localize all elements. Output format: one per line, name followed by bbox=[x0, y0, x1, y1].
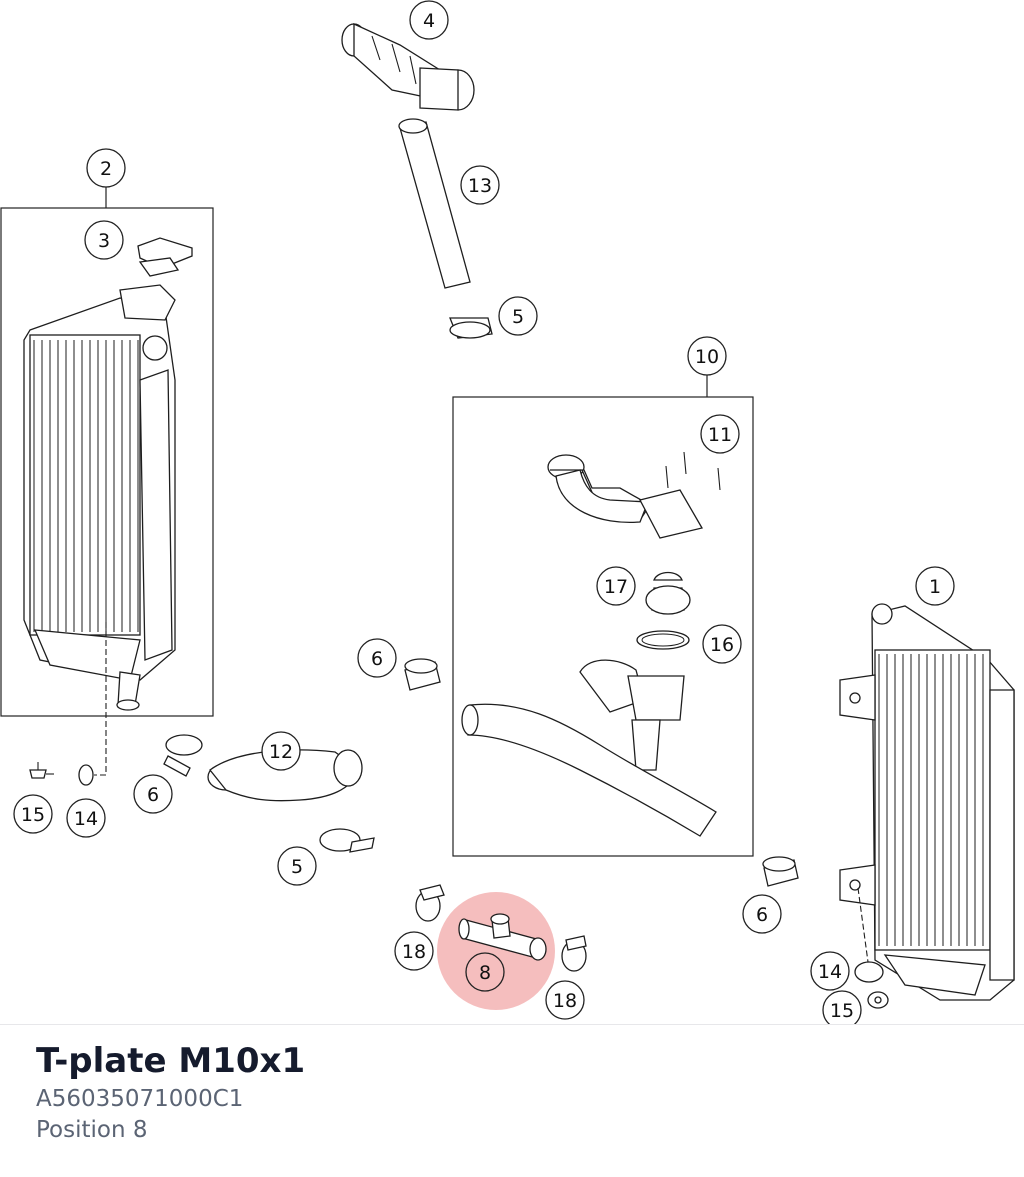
grommet-right[interactable] bbox=[854, 961, 884, 983]
callout-3[interactable]: 3 bbox=[84, 220, 124, 260]
callout-label: 6 bbox=[756, 904, 768, 926]
callout-4[interactable]: 4 bbox=[409, 0, 449, 40]
callout-5[interactable]: 5 bbox=[277, 846, 317, 886]
callout-2[interactable]: 2 bbox=[86, 148, 126, 188]
callout-label: 1 bbox=[929, 576, 941, 598]
callout-6[interactable]: 6 bbox=[742, 894, 782, 934]
callout-5[interactable]: 5 bbox=[498, 296, 538, 336]
callout-label: 6 bbox=[371, 648, 383, 670]
part-title: T-plate M10x1 bbox=[36, 1041, 306, 1081]
callout-label: 18 bbox=[553, 990, 577, 1012]
right-radiator[interactable] bbox=[839, 603, 1015, 1001]
callout-label: 14 bbox=[818, 961, 842, 983]
callout-18[interactable]: 18 bbox=[394, 931, 434, 971]
callout-13[interactable]: 13 bbox=[460, 165, 500, 205]
sleeve-right[interactable] bbox=[762, 856, 799, 887]
sleeve-left[interactable] bbox=[404, 658, 441, 691]
callout-15[interactable]: 15 bbox=[13, 794, 53, 834]
radiator-cap[interactable] bbox=[137, 237, 193, 277]
callout-label: 17 bbox=[604, 576, 628, 598]
callout-1[interactable]: 1 bbox=[915, 566, 955, 606]
callout-label: 16 bbox=[710, 634, 734, 656]
part-detail-panel: T-plate M10x1 A56035071000C1 Position 8 bbox=[36, 1038, 996, 1146]
callout-14[interactable]: 14 bbox=[810, 951, 850, 991]
t-plate-part[interactable] bbox=[458, 913, 547, 961]
callout-label: 5 bbox=[512, 306, 524, 328]
callout-label: 15 bbox=[21, 804, 45, 826]
callout-label: 3 bbox=[98, 230, 110, 252]
hose-clamp-left[interactable] bbox=[163, 734, 203, 777]
callout-label: 12 bbox=[269, 741, 293, 763]
callout-label: 13 bbox=[468, 175, 492, 197]
callout-label: 6 bbox=[147, 784, 159, 806]
callout-label: 2 bbox=[100, 158, 112, 180]
callout-label: 14 bbox=[74, 808, 98, 830]
callout-12[interactable]: 12 bbox=[261, 731, 301, 771]
o-ring[interactable] bbox=[636, 630, 690, 650]
nut-right[interactable] bbox=[867, 991, 889, 1009]
callout-label: 18 bbox=[402, 941, 426, 963]
hose-clamp-18-right[interactable] bbox=[561, 935, 587, 972]
callout-6[interactable]: 6 bbox=[133, 774, 173, 814]
hose-clamp-mid[interactable] bbox=[319, 828, 375, 853]
callout-6[interactable]: 6 bbox=[357, 638, 397, 678]
thermostat-group-frame bbox=[452, 396, 754, 857]
thermostat-housing-upper[interactable] bbox=[547, 451, 721, 539]
callout-label: 15 bbox=[830, 1000, 854, 1022]
callout-label: 10 bbox=[695, 346, 719, 368]
screw-left[interactable] bbox=[29, 762, 54, 779]
part-position: Position 8 bbox=[36, 1117, 148, 1143]
radiator-hose[interactable] bbox=[207, 749, 363, 802]
thermostat-housing-lower[interactable] bbox=[461, 659, 717, 837]
connector-assembly[interactable] bbox=[341, 22, 475, 111]
callout-17[interactable]: 17 bbox=[596, 566, 636, 606]
divider bbox=[0, 1024, 1024, 1025]
left-radiator[interactable] bbox=[23, 284, 176, 711]
hose-clamp-top[interactable] bbox=[449, 317, 493, 339]
callout-18[interactable]: 18 bbox=[545, 980, 585, 1020]
callout-15[interactable]: 15 bbox=[822, 990, 862, 1024]
callout-label: 5 bbox=[291, 856, 303, 878]
callout-8[interactable]: 8 bbox=[465, 952, 505, 992]
radiator-left-group-frame bbox=[0, 207, 214, 717]
thermostat[interactable] bbox=[645, 571, 691, 615]
callout-10[interactable]: 10 bbox=[687, 336, 727, 376]
grommet-left[interactable] bbox=[78, 764, 94, 786]
callout-11[interactable]: 11 bbox=[700, 414, 740, 454]
callout-14[interactable]: 14 bbox=[66, 798, 106, 838]
callout-label: 4 bbox=[423, 10, 435, 32]
part-number: A56035071000C1 bbox=[36, 1086, 244, 1112]
coolant-pipe[interactable] bbox=[398, 118, 471, 289]
callout-label: 11 bbox=[708, 424, 732, 446]
callout-label: 8 bbox=[479, 962, 491, 984]
hose-clamp-18-left[interactable] bbox=[415, 884, 445, 922]
callout-16[interactable]: 16 bbox=[702, 624, 742, 664]
